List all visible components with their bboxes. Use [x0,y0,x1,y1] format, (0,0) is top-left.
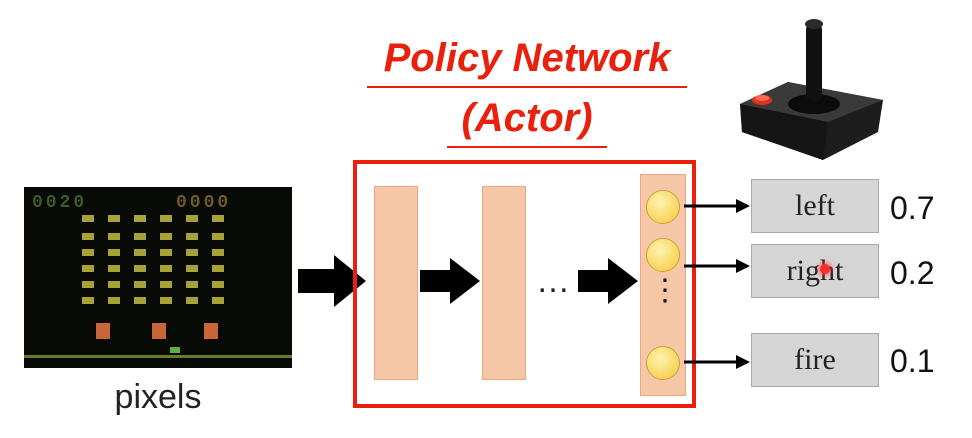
arrow-right-icon [578,258,638,304]
action-right-label: right [786,254,844,287]
arrow-right-icon [420,258,480,304]
action-fire-probability: 0.1 [890,343,935,379]
title-underline-1 [367,86,687,88]
action-fire-label: fire [794,343,836,376]
action-left-box: left [751,179,879,233]
action-right-probability: 0.2 [890,255,935,291]
action-right-box: right [751,244,879,298]
title-underline-2 [447,146,607,148]
pointer-cursor [820,264,830,274]
score-right: 0000 [176,193,232,213]
output-neuron-fire [646,346,680,380]
action-fire-box: fire [751,333,879,387]
hidden-layer-1 [374,186,418,380]
output-arrows [684,199,750,369]
arrow-right-icon [298,255,366,307]
output-neuron-left [646,190,680,224]
pixels-label: pixels [114,378,202,416]
output-neuron-right [646,238,680,272]
diagram-subtitle: (Actor) [461,96,593,140]
hidden-layers-ellipsis: … [536,262,570,300]
game-screen: 0020 0000 [24,187,292,368]
joystick-icon [740,19,883,160]
action-left-label: left [795,189,835,222]
hidden-layer-2 [482,186,526,380]
invaders-grid [24,215,292,358]
diagram-title: Policy Network [383,36,671,80]
policy-network-box [353,160,696,408]
action-left-probability: 0.7 [890,190,935,226]
score-left: 0020 [32,193,88,213]
output-ellipsis: ⋮ [650,274,680,307]
